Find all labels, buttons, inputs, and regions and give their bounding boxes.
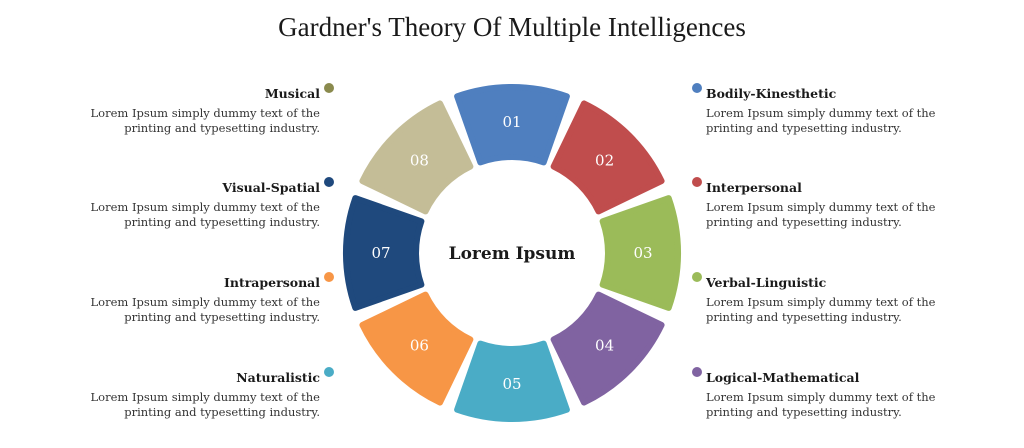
left-item-desc-line2: printing and typesetting industry. xyxy=(124,405,320,419)
right-item-logical-mathematical: Logical-Mathematical Lorem Ipsum simply … xyxy=(706,370,946,420)
right-item-dot xyxy=(692,272,702,282)
right-item-title: Bodily-Kinesthetic xyxy=(706,86,837,101)
right-item-desc-line1: Lorem Ipsum simply dummy text of the xyxy=(706,390,936,404)
right-item-desc-line2: printing and typesetting industry. xyxy=(706,215,902,229)
left-item-intrapersonal: Intrapersonal Lorem Ipsum simply dummy t… xyxy=(80,275,320,325)
left-item-desc-line2: printing and typesetting industry. xyxy=(124,215,320,229)
wheel-segment-08 xyxy=(359,100,474,215)
left-item-desc-line1: Lorem Ipsum simply dummy text of the xyxy=(90,200,320,214)
right-item-interpersonal: Interpersonal Lorem Ipsum simply dummy t… xyxy=(706,180,946,230)
right-item-verbal-linguistic: Verbal-Linguistic Lorem Ipsum simply dum… xyxy=(706,275,946,325)
wheel-segments: 01 02 03 04 05 06 07 08 xyxy=(343,84,681,422)
right-item-desc-line2: printing and typesetting industry. xyxy=(706,310,902,324)
left-item-visual-spatial: Visual-Spatial Lorem Ipsum simply dummy … xyxy=(80,180,320,230)
right-item-desc-line2: printing and typesetting industry. xyxy=(706,405,902,419)
wheel-segment-06 xyxy=(359,291,474,406)
center-label: Lorem Ipsum xyxy=(449,244,576,264)
wheel-segment-04 xyxy=(550,291,665,406)
left-item-dot xyxy=(324,83,334,93)
right-item-desc-line1: Lorem Ipsum simply dummy text of the xyxy=(706,295,936,309)
right-item-desc-line1: Lorem Ipsum simply dummy text of the xyxy=(706,106,936,120)
left-item-desc-line1: Lorem Ipsum simply dummy text of the xyxy=(90,295,320,309)
wheel-segment-number: 01 xyxy=(502,113,521,131)
wheel-segment-07 xyxy=(343,195,425,311)
left-item-dot xyxy=(324,367,334,377)
left-item-naturalistic: Naturalistic Lorem Ipsum simply dummy te… xyxy=(80,370,320,420)
left-item-desc-line2: printing and typesetting industry. xyxy=(124,121,320,135)
wheel-segment-number: 08 xyxy=(410,151,429,169)
left-item-musical: Musical Lorem Ipsum simply dummy text of… xyxy=(80,86,320,136)
right-item-dot xyxy=(692,177,702,187)
wheel-segment-number: 02 xyxy=(595,151,614,169)
wheel-segment-number: 04 xyxy=(595,337,614,355)
wheel-segment-05 xyxy=(454,340,570,422)
left-item-desc-line1: Lorem Ipsum simply dummy text of the xyxy=(90,390,320,404)
right-item-title: Interpersonal xyxy=(706,180,802,195)
right-item-desc-line2: printing and typesetting industry. xyxy=(706,121,902,135)
right-item-dot xyxy=(692,83,702,93)
wheel-segment-number: 03 xyxy=(633,244,652,262)
wheel-segment-number: 06 xyxy=(410,337,429,355)
right-item-title: Logical-Mathematical xyxy=(706,370,860,385)
left-item-desc-line1: Lorem Ipsum simply dummy text of the xyxy=(90,106,320,120)
wheel-segment-01 xyxy=(454,84,570,166)
right-item-dot xyxy=(692,367,702,377)
right-item-bodily-kinesthetic: Bodily-Kinesthetic Lorem Ipsum simply du… xyxy=(706,86,946,136)
left-item-desc-line2: printing and typesetting industry. xyxy=(124,310,320,324)
left-item-title: Visual-Spatial xyxy=(222,180,320,195)
left-item-dot xyxy=(324,272,334,282)
wheel-segment-number: 05 xyxy=(502,375,521,393)
left-item-title: Intrapersonal xyxy=(224,275,320,290)
wheel-segment-03 xyxy=(599,195,681,311)
page-title: Gardner's Theory Of Multiple Intelligenc… xyxy=(278,12,746,42)
left-item-title: Musical xyxy=(264,86,320,101)
left-item-title: Naturalistic xyxy=(236,370,320,385)
wheel-segment-02 xyxy=(550,100,665,215)
right-item-title: Verbal-Linguistic xyxy=(706,275,827,290)
wheel-segment-number: 07 xyxy=(371,244,390,262)
right-item-desc-line1: Lorem Ipsum simply dummy text of the xyxy=(706,200,936,214)
left-item-dot xyxy=(324,177,334,187)
